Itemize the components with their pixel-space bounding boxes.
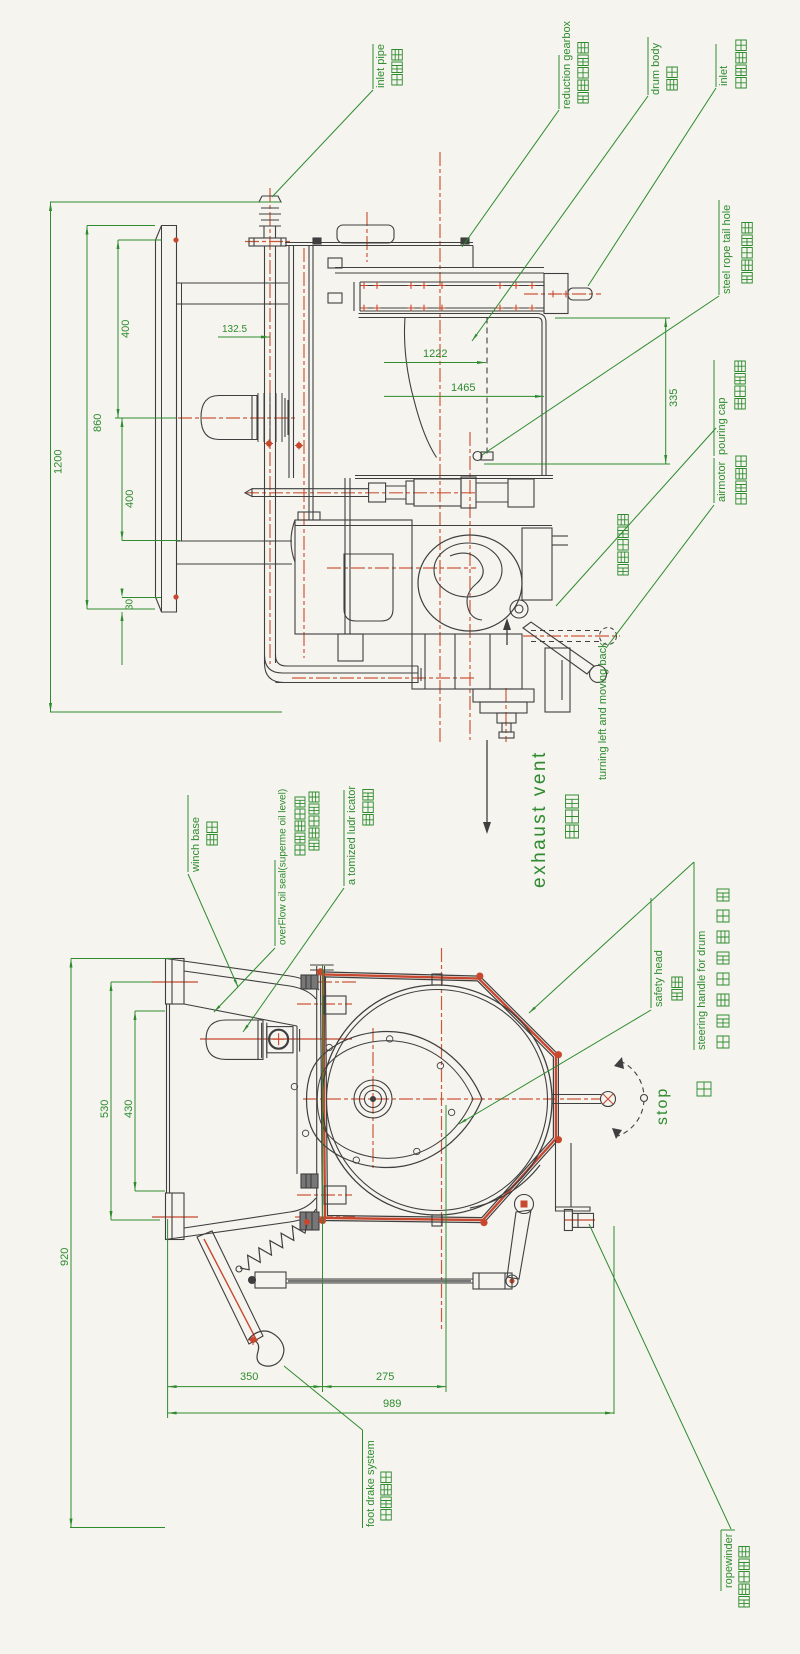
svg-text:turning left and moving back: turning left and moving back — [597, 642, 609, 780]
svg-text:132.5: 132.5 — [222, 324, 247, 335]
svg-text:1465: 1465 — [451, 382, 475, 394]
svg-text:275: 275 — [376, 1371, 394, 1383]
svg-text:airmotor: airmotor — [716, 461, 728, 502]
svg-text:400: 400 — [124, 490, 136, 508]
svg-text:steering handle for drum: steering handle for drum — [696, 931, 708, 1050]
svg-text:drum body: drum body — [650, 43, 662, 95]
svg-text:1222: 1222 — [423, 348, 447, 360]
svg-text:foot drake system: foot drake system — [365, 1440, 377, 1527]
svg-text:920: 920 — [59, 1248, 71, 1266]
svg-text:inlet: inlet — [718, 66, 730, 86]
svg-text:reduction gearbox: reduction gearbox — [561, 20, 573, 109]
svg-text:1200: 1200 — [53, 450, 65, 474]
svg-text:335: 335 — [668, 389, 680, 407]
svg-text:stop: stop — [654, 1087, 671, 1125]
svg-text:inlet pipe: inlet pipe — [375, 44, 387, 88]
svg-text:989: 989 — [383, 1398, 401, 1410]
svg-text:pouring cap: pouring cap — [716, 398, 728, 456]
svg-text:860: 860 — [92, 414, 104, 432]
svg-text:exhaust vent: exhaust vent — [529, 750, 550, 888]
svg-text:ropewinder: ropewinder — [723, 1533, 735, 1588]
svg-text:530: 530 — [99, 1100, 111, 1118]
svg-text:winch base: winch base — [190, 817, 202, 873]
svg-text:safety head: safety head — [653, 950, 665, 1007]
svg-text:350: 350 — [240, 1371, 258, 1383]
svg-text:overFlow oil seal(superme oil: overFlow oil seal(superme oil level) — [278, 789, 289, 945]
svg-text:30: 30 — [125, 598, 136, 610]
svg-text:430: 430 — [123, 1100, 135, 1118]
svg-text:a tomized ludr icator: a tomized ludr icator — [346, 786, 358, 885]
svg-text:steel rope tail hole: steel rope tail hole — [721, 205, 733, 294]
svg-text:400: 400 — [120, 320, 132, 338]
